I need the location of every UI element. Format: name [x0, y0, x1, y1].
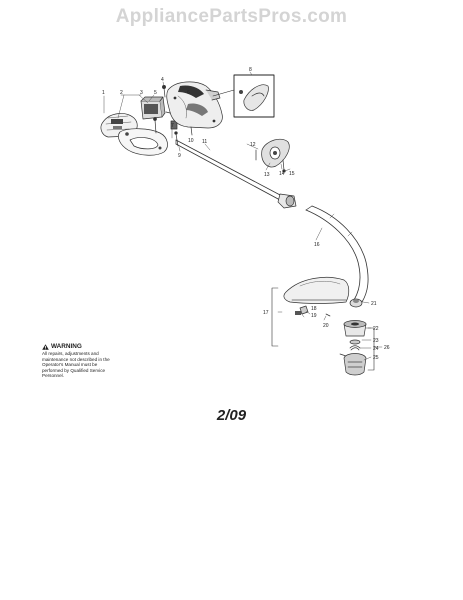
callout-10: 10 [188, 138, 194, 144]
part-motor [140, 96, 166, 120]
warning-text: All repairs, adjustments and maintenance… [42, 351, 110, 379]
warning-notice: WARNING All repairs, adjustments and mai… [42, 343, 114, 379]
callout-13: 13 [264, 172, 270, 178]
callout-1: 1 [102, 90, 105, 96]
date-code: 2/09 [216, 407, 247, 424]
callout-18: 18 [311, 306, 317, 312]
part-assist-handle [255, 138, 290, 173]
part-coupling [349, 298, 363, 308]
callout-5: 5 [154, 90, 157, 96]
callout-labels: 1 2 3 4 5 6 7 8 9 10 11 12 13 14 15 16 1… [102, 67, 390, 361]
callout-4: 4 [161, 77, 164, 83]
callout-19: 19 [311, 313, 317, 319]
callout-17: 17 [263, 310, 269, 316]
warning-heading: WARNING [42, 343, 114, 350]
callout-9: 9 [178, 153, 181, 159]
part-curved-shaft [305, 205, 369, 303]
callout-20: 20 [323, 323, 329, 329]
watermark: AppliancePartsPros.com [115, 6, 348, 27]
warning-title: WARNING [51, 343, 82, 350]
part-switch-detail-box [212, 74, 275, 118]
callout-7: 7 [171, 123, 174, 129]
leader-lines [103, 71, 383, 361]
part-fasteners [174, 126, 193, 147]
callout-6: 6 [187, 90, 190, 96]
part-upper-shaft [175, 139, 297, 209]
callout-25: 25 [373, 355, 379, 361]
callout-2: 2 [120, 90, 123, 96]
callout-26: 26 [384, 345, 390, 351]
part-trimmer-head [339, 320, 375, 376]
warning-triangle-icon [42, 343, 49, 350]
part-screws [153, 85, 178, 134]
callout-24: 24 [373, 346, 379, 352]
part-guard [271, 276, 350, 347]
callout-16: 16 [314, 242, 320, 248]
callout-21: 21 [371, 301, 377, 307]
callout-22: 22 [373, 326, 379, 332]
callout-15: 15 [289, 171, 295, 177]
callout-11: 11 [202, 139, 207, 145]
callout-3: 3 [140, 90, 143, 96]
part-rear-housing [118, 128, 168, 156]
callout-12: 12 [250, 142, 256, 148]
part-housing-right [166, 81, 223, 129]
callout-14: 14 [279, 171, 285, 177]
callout-23: 23 [373, 338, 379, 344]
callout-8: 8 [249, 67, 252, 73]
